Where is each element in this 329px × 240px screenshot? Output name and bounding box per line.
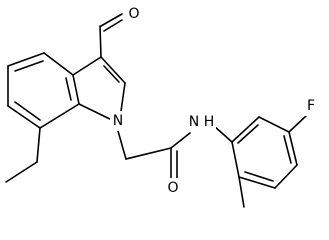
bond-carbonyl-nh xyxy=(170,132,191,149)
bond-c2-n1 xyxy=(120,82,126,112)
bond-methyl xyxy=(238,176,245,208)
bond-c4-c5-inner xyxy=(14,60,44,72)
amide-oxygen-label: O xyxy=(167,180,178,196)
bond-c7-c7a xyxy=(39,103,80,129)
bond-aldehyde-double-1 xyxy=(100,13,123,27)
bond-c3a-c4 xyxy=(43,52,74,76)
fluorine-label: F xyxy=(307,98,315,114)
bond-aryl-c3-c4 xyxy=(274,164,298,189)
bond-aryl-c6-c1-inner xyxy=(237,124,259,144)
bond-c3-c2-inner xyxy=(103,65,120,83)
bond-aryl-c4-c5-inner xyxy=(283,135,292,164)
bond-c7-ethyl xyxy=(36,127,41,163)
amide-nitrogen-label: N xyxy=(189,114,199,130)
aldehyde-oxygen-label: O xyxy=(128,6,139,22)
bond-aryl-c2-c3-inner xyxy=(244,171,274,182)
bond-nh-aryl xyxy=(213,125,233,143)
bond-c7a-c3a-inner xyxy=(65,77,72,101)
atom-label-layer: O N N H F O xyxy=(110,4,318,198)
bond-aryl-c2-c3 xyxy=(238,176,276,189)
bond-c4-c5 xyxy=(7,52,45,67)
bond-aldehyde-double-2 xyxy=(103,19,123,32)
chemical-structure-diagram: O N N H F O xyxy=(5,4,318,208)
bond-aryl-c1-c2 xyxy=(231,141,240,178)
bond-aldehyde-carbon xyxy=(99,25,102,58)
bond-n1-c7a xyxy=(78,103,115,122)
amide-hydrogen-label: H xyxy=(204,114,215,130)
indole-nitrogen-label: N xyxy=(113,113,123,129)
bond-aryl-c5-c6 xyxy=(258,116,290,133)
bond-aryl-c6-c1 xyxy=(231,116,260,143)
bond-layer xyxy=(5,13,307,208)
bond-c3-c3a xyxy=(72,56,102,76)
bond-aryl-c4-c5 xyxy=(288,131,298,166)
bond-n1-ch2 xyxy=(117,130,127,160)
bond-c6-c7 xyxy=(7,105,41,129)
bond-fluorine xyxy=(288,115,307,133)
bond-c3-c2 xyxy=(100,56,126,84)
bond-ch2-carbonyl xyxy=(125,147,172,160)
bond-c7a-c3a xyxy=(72,74,80,105)
bond-ethyl xyxy=(5,161,38,183)
bond-c6-c7-inner xyxy=(14,101,41,121)
